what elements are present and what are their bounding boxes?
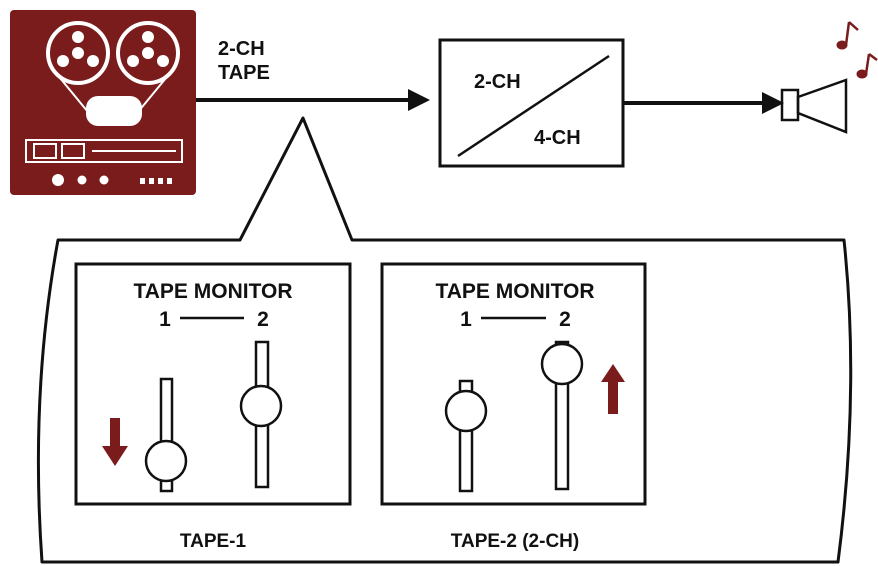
panel-1-caption: TAPE-1 [180,531,247,552]
panel-1-title: TAPE MONITOR [133,280,292,303]
decoder-box [438,38,625,168]
music-notes-icon [836,21,878,79]
tape-monitor-panel-2 [380,262,647,506]
panel-1-pos2: 2 [257,308,269,331]
source-label-line2: TAPE [218,62,270,84]
signal-arrow-2 [623,92,784,114]
decoder-label-top: 2-CH [474,71,521,93]
right-reel-icon [116,21,180,85]
panel-1-pos1: 1 [159,308,171,331]
panel-1-switch-1[interactable] [144,377,188,493]
panel-2-title: TAPE MONITOR [435,280,594,303]
tape-monitor-panel-1 [74,262,352,506]
tape-deck-icon [10,10,196,195]
panel-2-caption: TAPE-2 (2-CH) [451,531,579,552]
decoder-label-bottom: 4-CH [534,127,581,149]
panel-1-switch-2[interactable] [239,340,283,489]
left-reel-icon [46,21,110,85]
tape-head-block [86,96,142,126]
panel-2-switch-1[interactable] [444,379,488,493]
panel-2-switch-2[interactable] [540,340,584,491]
panel-2-pos2: 2 [559,308,571,331]
up-arrow-icon [601,364,625,414]
panel-2-pos1: 1 [460,308,472,331]
signal-arrow-1 [196,89,430,111]
speaker-icon [780,78,848,134]
source-label-line1: 2-CH [218,38,265,60]
callout-bubble [36,116,853,564]
down-arrow-icon [102,418,128,466]
